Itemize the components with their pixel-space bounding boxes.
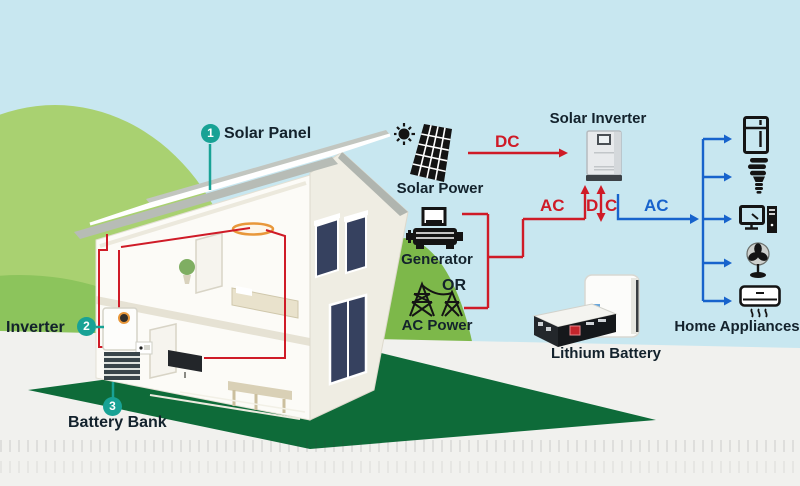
roof-edge [74,157,338,239]
generator-icon [406,207,464,258]
wall-inverter-unit [102,307,153,355]
fan-icon [743,242,773,285]
watermark-row-2 [0,461,800,473]
ac-in-flow-label: AC [540,196,565,215]
ac-blue-lines [616,137,724,303]
or-label: OR [442,277,466,294]
computer-icon [739,205,779,240]
solar-panel-label: Solar Panel [224,125,312,142]
dc-link-d-label: D [586,196,599,215]
watermark-row-1 [0,440,800,452]
air-conditioner-icon [739,285,781,324]
generator-label: Generator [401,251,473,268]
battery-bank-unit [104,352,140,380]
rooftop-solar-array [89,133,391,226]
inverter-label: Inverter [6,319,65,336]
red-arrowheads [559,148,606,222]
home-appliances-label: Home Appliances [674,318,800,335]
ac-power-icon [402,280,468,323]
blue-arrowheads [690,134,732,306]
lithium-battery-floor-unit [526,302,622,355]
battery-bank-label: Battery Bank [68,414,167,431]
solar-inverter-label: Solar Inverter [549,110,647,127]
lithium-battery-label: Lithium Battery [550,345,661,362]
ac-out-flow-label: AC [644,196,669,215]
callout-3-badge: 3 [103,397,122,416]
cfl-bulb-icon [747,157,771,202]
ac-power-label: AC Power [401,317,473,334]
solar-power-label: Solar Power [396,180,484,197]
ceiling-lamp [231,222,275,236]
solar-power-icon [393,122,472,191]
callout-lines [96,144,212,398]
dc-flow-label: DC [495,132,520,151]
dc-ac-red-lines [462,151,603,310]
callout-2-badge: 2 [77,317,96,336]
house [74,130,409,421]
solar-inverter-image [586,130,622,187]
callout-1-badge: 1 [201,124,220,143]
refrigerator-icon [743,116,769,159]
dc-link-c-label: C [605,196,618,215]
